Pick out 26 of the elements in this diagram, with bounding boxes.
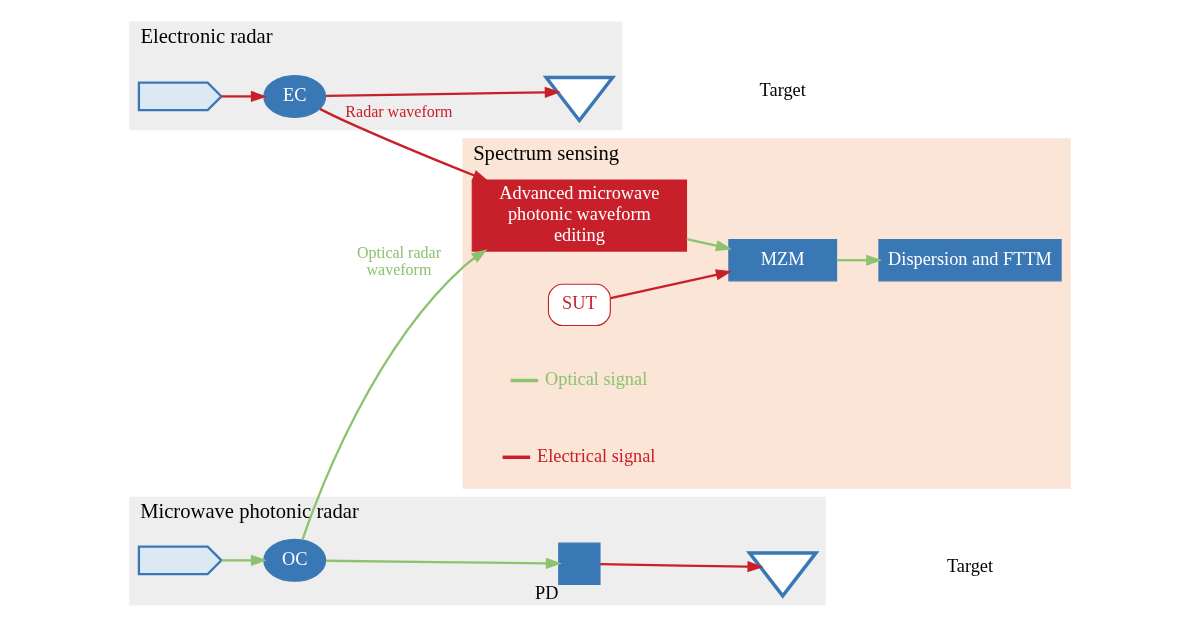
arrow xyxy=(610,269,732,300)
arrow xyxy=(301,249,488,541)
arrow xyxy=(319,107,489,182)
arrow xyxy=(221,90,267,103)
legend-label: Optical signal xyxy=(545,368,648,389)
node-box xyxy=(558,542,601,585)
node-box: Advanced microwave photonic waveform editing xyxy=(471,179,688,252)
edge-label: Radar waveform xyxy=(345,103,453,121)
arrow xyxy=(836,254,883,266)
arrow xyxy=(326,86,561,98)
arrow xyxy=(221,554,267,566)
node-ellipse: OC xyxy=(263,538,327,582)
arrow xyxy=(326,557,562,570)
node-box: SUT xyxy=(547,283,611,327)
label: Target xyxy=(946,555,994,576)
node-label: PD xyxy=(535,583,559,604)
arrow xyxy=(686,238,732,252)
label: Target xyxy=(759,80,806,101)
edge-label: Optical radar waveform xyxy=(356,244,441,279)
arrow xyxy=(600,561,764,573)
node-box: MZM xyxy=(728,239,838,282)
node-box: Dispersion and FTTM xyxy=(878,239,1062,282)
node-ellipse: EC xyxy=(263,74,327,118)
node-wave xyxy=(137,81,223,112)
node-wave xyxy=(137,545,223,576)
legend-label: Electrical signal xyxy=(536,445,656,466)
